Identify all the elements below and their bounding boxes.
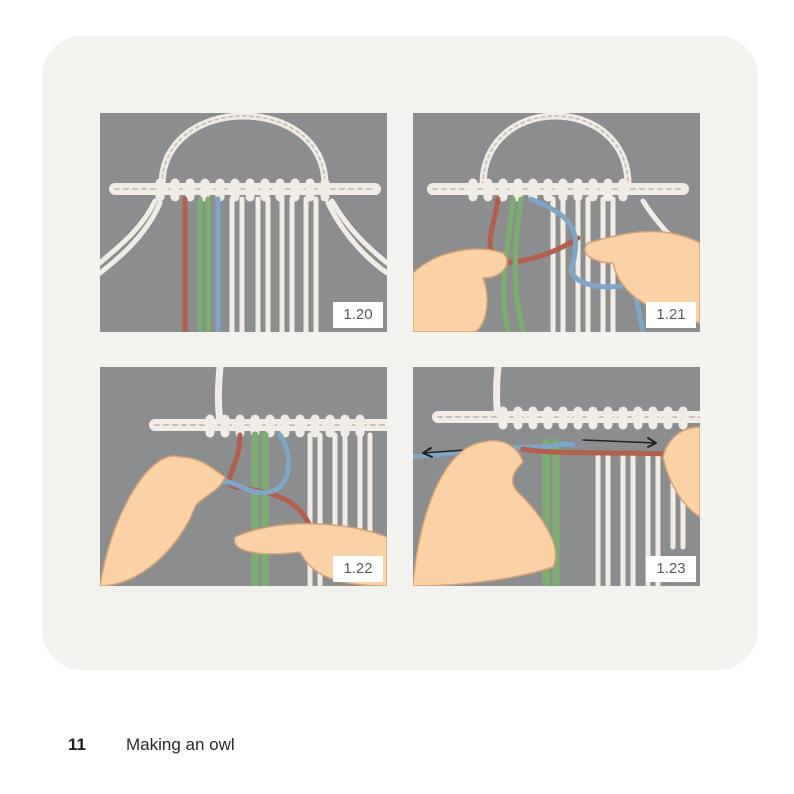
figure-panel: 1.22: [100, 367, 387, 586]
section-title: Making an owl: [126, 735, 235, 754]
figure-label: 1.23: [646, 556, 696, 582]
macrame-illustration: [100, 113, 387, 332]
macrame-illustration: [413, 367, 700, 586]
hand: [413, 426, 700, 586]
figure-label: 1.22: [333, 556, 383, 582]
page-number: 11: [68, 735, 86, 754]
figure-panel: 1.23: [413, 367, 700, 586]
figure-label: 1.20: [333, 302, 383, 328]
macrame-illustration: [100, 367, 387, 586]
figure-label: 1.21: [646, 302, 696, 328]
figure-panel: 1.20: [100, 113, 387, 332]
figure-panel: 1.21: [413, 113, 700, 332]
hand: [413, 230, 700, 332]
macrame-illustration: [413, 113, 700, 332]
